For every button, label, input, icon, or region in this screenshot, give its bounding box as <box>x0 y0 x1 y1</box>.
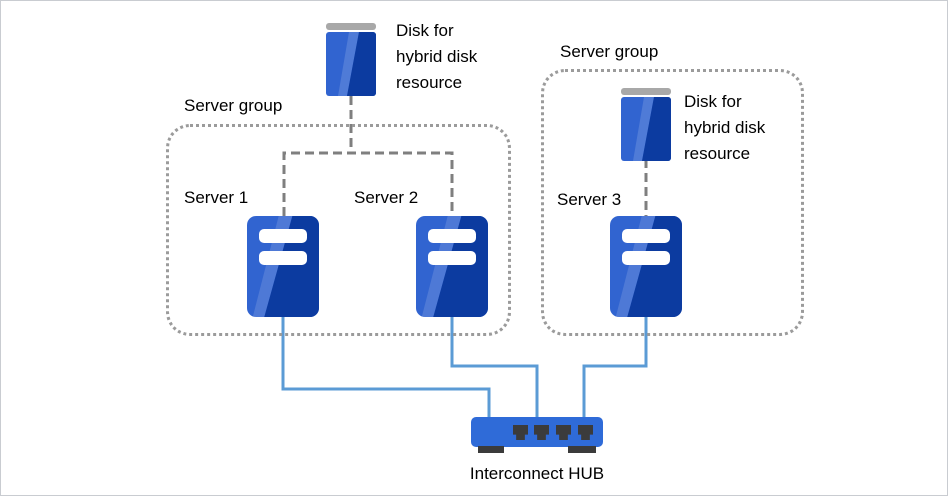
server-slot <box>428 229 476 243</box>
server-group2-boundary <box>541 69 804 336</box>
server-slot <box>622 251 670 265</box>
hybrid-disk-icon-top <box>326 23 376 96</box>
connector-server1-to-hub <box>281 317 491 418</box>
disk-cap <box>621 88 671 95</box>
hub-port-icon <box>578 425 593 440</box>
server-group1-label: Server group <box>184 96 283 115</box>
server3-label: Server 3 <box>557 190 622 209</box>
hub-foot <box>568 446 596 453</box>
server-group2-label: Server group <box>560 42 659 61</box>
hybrid-disk-icon-group2 <box>621 88 671 161</box>
hybrid-disk-top-label: Disk for hybrid disk resource <box>396 21 478 92</box>
hybrid-disk-group2-label: Disk for hybrid disk resource <box>684 92 766 163</box>
connector-server3-to-hub <box>582 317 648 418</box>
interconnect-hub-icon <box>471 417 603 453</box>
hub-port-icon <box>556 425 571 440</box>
server2-icon <box>416 216 488 317</box>
hub-foot <box>478 446 504 453</box>
disk-cap <box>326 23 376 30</box>
disk-body <box>326 32 376 96</box>
server-slot <box>259 251 307 265</box>
server-slot <box>622 229 670 243</box>
hub-port-icon <box>513 425 528 440</box>
server-group1-boundary <box>166 124 511 336</box>
connector-junction-to-server1-server2 <box>282 151 454 216</box>
server2-label: Server 2 <box>354 188 419 207</box>
interconnect-hub-label: Interconnect HUB <box>469 464 605 483</box>
hub-port-icon <box>534 425 549 440</box>
server1-icon <box>247 216 319 317</box>
connector-server2-to-hub <box>450 317 539 418</box>
disk-body <box>621 97 671 161</box>
server3-icon <box>610 216 682 317</box>
server-slot <box>428 251 476 265</box>
server-slot <box>259 229 307 243</box>
server1-label: Server 1 <box>184 188 249 207</box>
